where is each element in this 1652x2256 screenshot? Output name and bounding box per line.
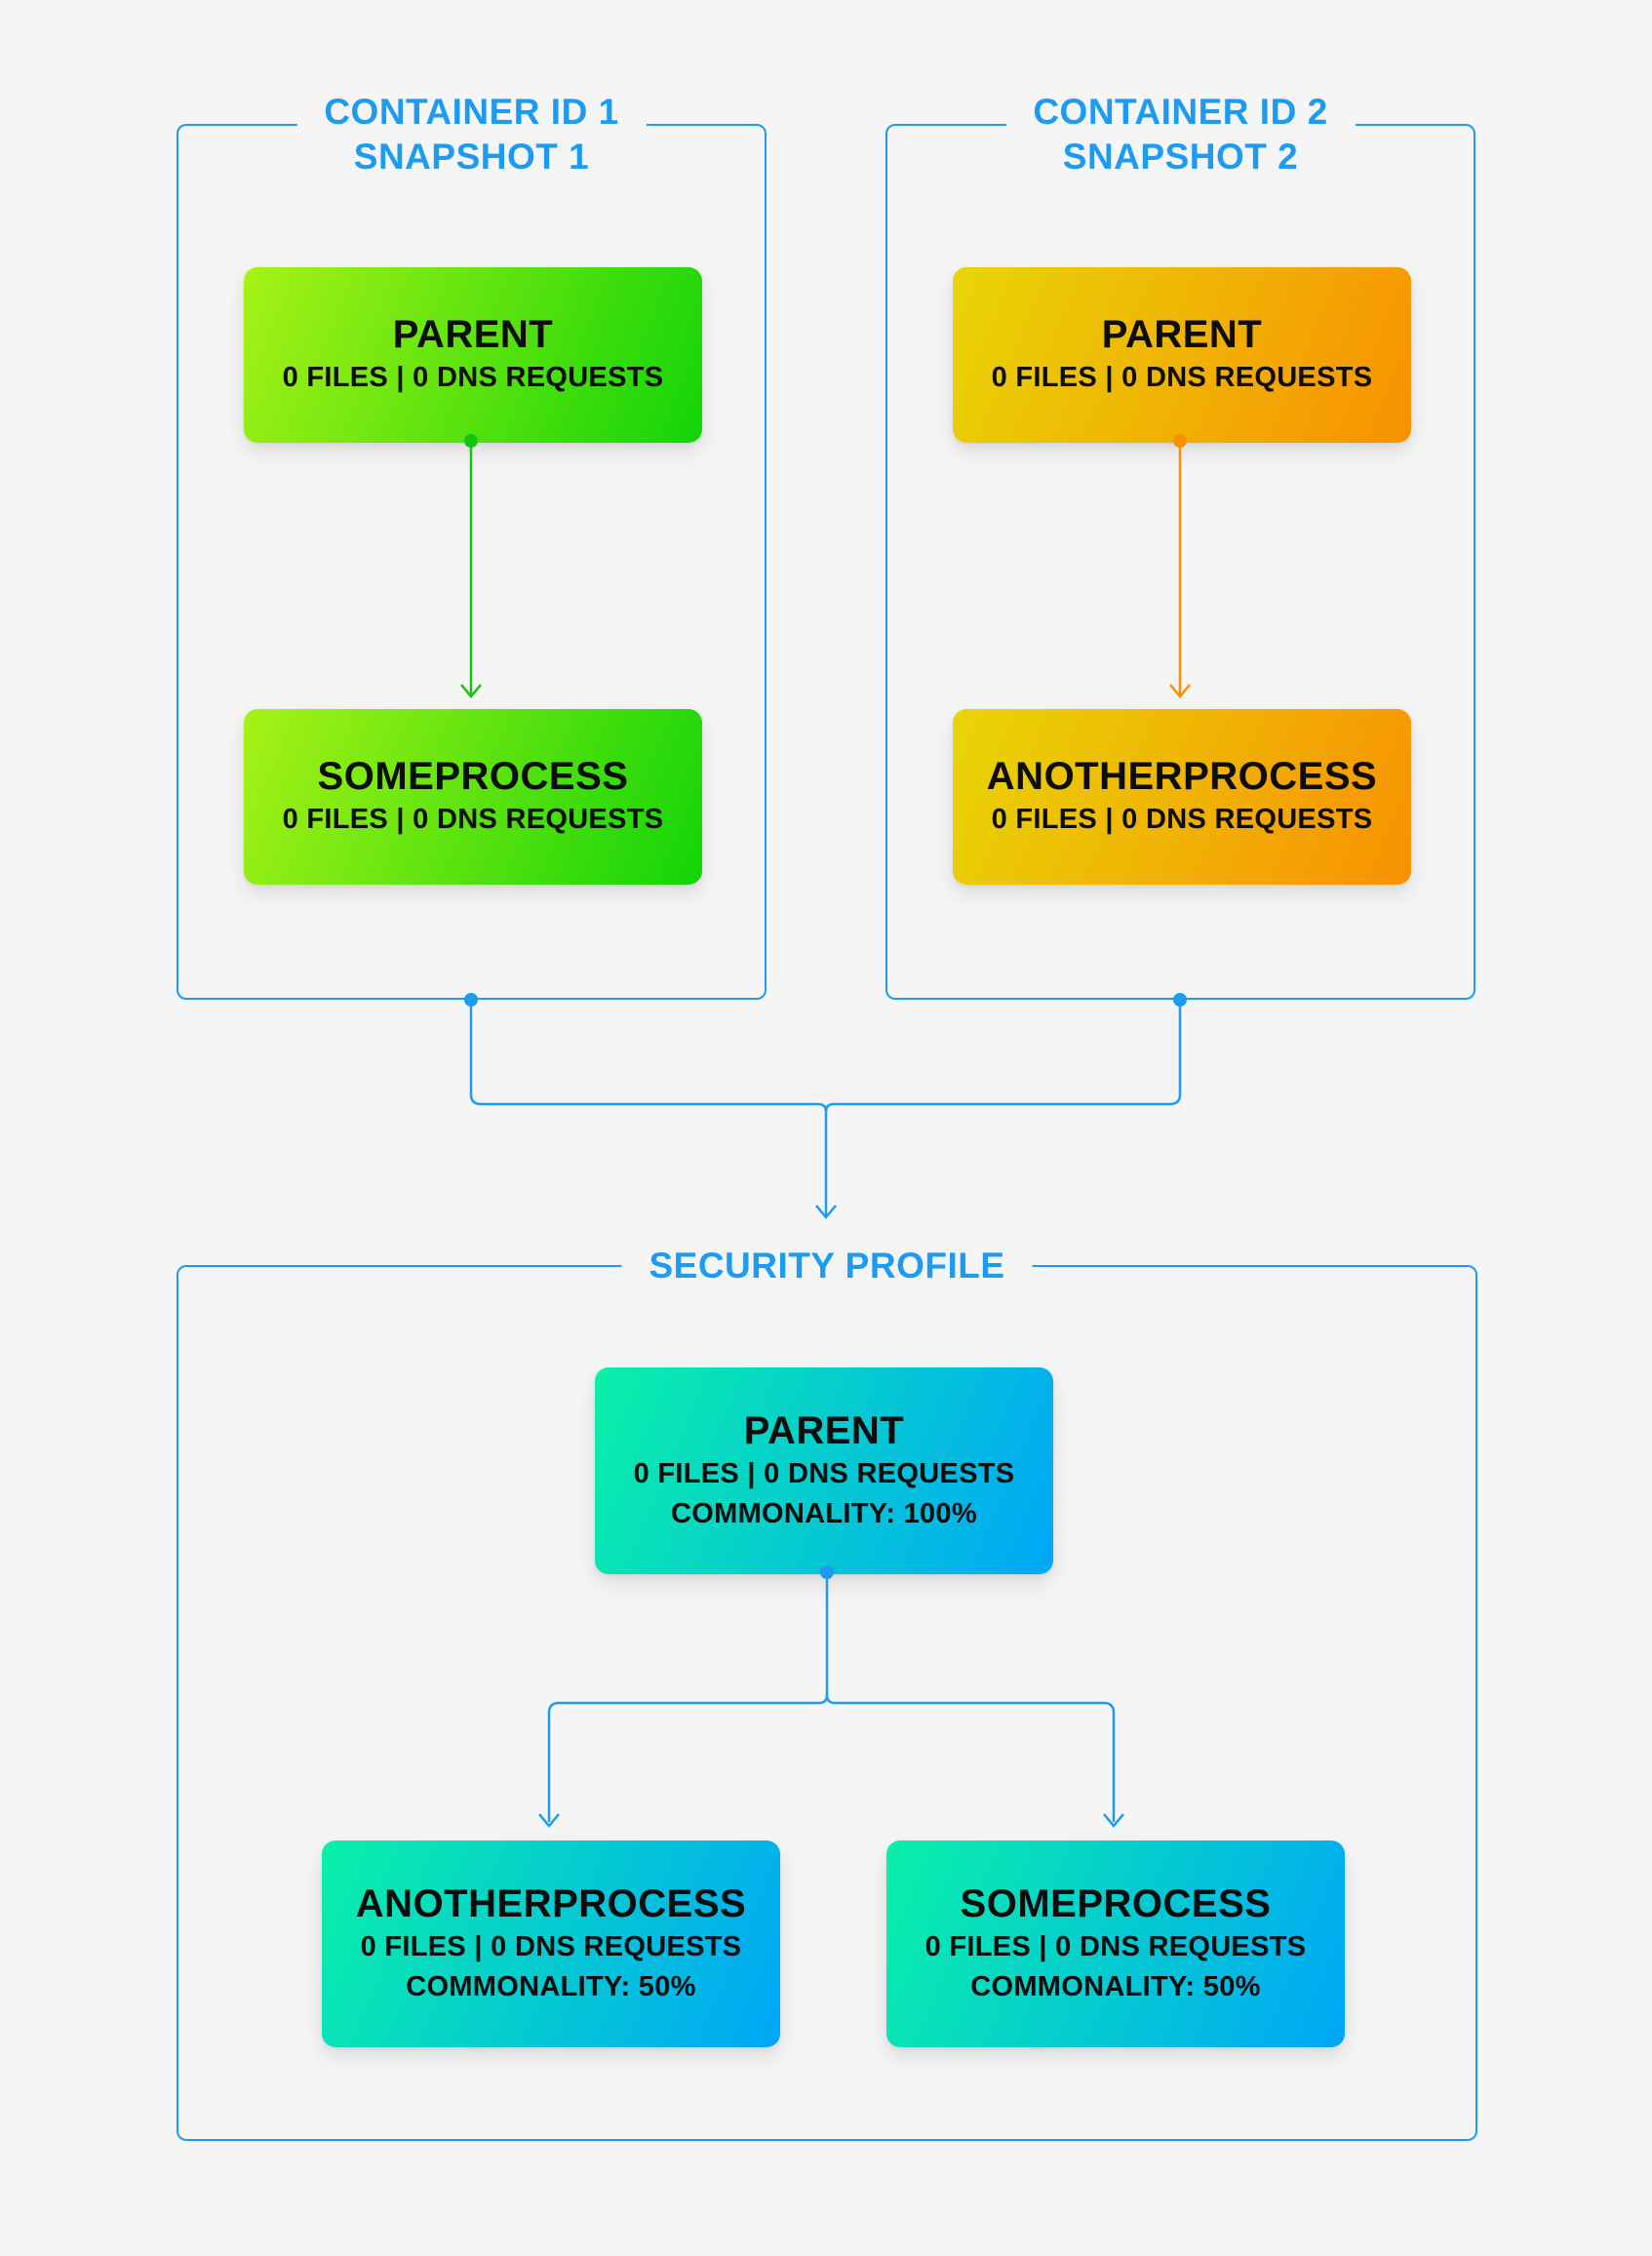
node-stats: 0 FILES | 0 DNS REQUESTS (991, 362, 1373, 393)
node-security-anotherprocess: ANOTHERPROCESS 0 FILES | 0 DNS REQUESTS … (322, 1840, 780, 2047)
node-security-someprocess: SOMEPROCESS 0 FILES | 0 DNS REQUESTS COM… (886, 1840, 1345, 2047)
container-1-group: CONTAINER ID 1 SNAPSHOT 1 PARENT 0 FILES… (177, 90, 767, 1000)
security-profile-title: SECURITY PROFILE (621, 1244, 1033, 1288)
node-commonality: COMMONALITY: 100% (671, 1497, 977, 1529)
node-label: ANOTHERPROCESS (355, 1881, 747, 1925)
container-2-title-line2: SNAPSHOT 2 (1062, 137, 1299, 177)
container-1-title: CONTAINER ID 1 SNAPSHOT 1 (296, 90, 647, 179)
edge-merge-right (824, 1000, 1182, 1113)
node-label: PARENT (1101, 313, 1263, 356)
node-commonality: COMMONALITY: 50% (970, 1970, 1261, 2002)
node-stats: 0 FILES | 0 DNS REQUESTS (282, 804, 664, 835)
container-2-title: CONTAINER ID 2 SNAPSHOT 2 (1005, 90, 1356, 179)
node-label: SOMEPROCESS (960, 1881, 1272, 1925)
node-container1-parent: PARENT 0 FILES | 0 DNS REQUESTS (244, 267, 702, 443)
node-stats: 0 FILES | 0 DNS REQUESTS (633, 1457, 1015, 1489)
node-label: PARENT (392, 313, 554, 356)
security-profile-group: SECURITY PROFILE PARENT 0 FILES | 0 DNS … (177, 1244, 1477, 2141)
node-container2-parent: PARENT 0 FILES | 0 DNS REQUESTS (953, 267, 1411, 443)
node-label: SOMEPROCESS (317, 755, 629, 798)
node-label: ANOTHERPROCESS (986, 755, 1378, 798)
node-container1-someprocess: SOMEPROCESS 0 FILES | 0 DNS REQUESTS (244, 709, 702, 885)
node-label: PARENT (743, 1408, 905, 1452)
edge-merge-left (469, 1000, 828, 1113)
node-security-parent: PARENT 0 FILES | 0 DNS REQUESTS COMMONAL… (595, 1367, 1053, 1574)
node-stats: 0 FILES | 0 DNS REQUESTS (282, 362, 664, 393)
node-container2-anotherprocess: ANOTHERPROCESS 0 FILES | 0 DNS REQUESTS (953, 709, 1411, 885)
container-2-title-line1: CONTAINER ID 2 (1033, 92, 1328, 132)
node-commonality: COMMONALITY: 50% (406, 1970, 696, 2002)
node-stats: 0 FILES | 0 DNS REQUESTS (924, 1930, 1307, 1962)
container-1-title-line1: CONTAINER ID 1 (324, 92, 619, 132)
container-1-title-line2: SNAPSHOT 1 (353, 137, 590, 177)
node-stats: 0 FILES | 0 DNS REQUESTS (360, 1930, 742, 1962)
arrowhead-merge (815, 1205, 837, 1219)
container-2-group: CONTAINER ID 2 SNAPSHOT 2 PARENT 0 FILES… (885, 90, 1475, 1000)
node-stats: 0 FILES | 0 DNS REQUESTS (991, 804, 1373, 835)
